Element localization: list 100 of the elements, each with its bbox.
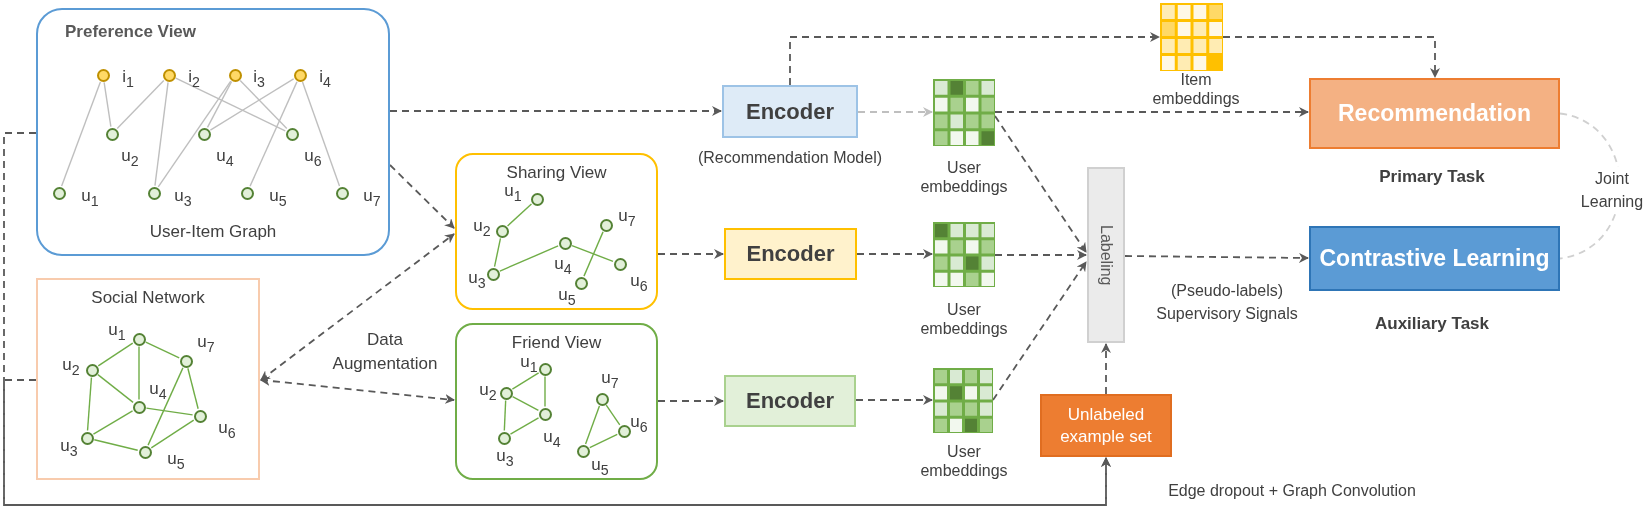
node-label: u$_{4}$ (216, 146, 234, 170)
graph-edge (571, 245, 614, 262)
graph-edge (506, 203, 533, 227)
process-box: Contrastive Learning (1309, 226, 1560, 291)
graph-edge (145, 341, 180, 359)
caption-text: Item embeddings (1151, 69, 1241, 109)
graph-edge (93, 439, 139, 451)
node-label: u$_{6}$ (630, 412, 648, 436)
node-label: u$_{4}$ (554, 254, 572, 278)
graph-edge (60, 81, 102, 187)
user-node-circle (240, 186, 254, 200)
item-node-circle (228, 68, 242, 82)
node-label: u$_{3}$ (60, 436, 78, 460)
graph-edge (145, 407, 194, 416)
caption-text: User embeddings (919, 441, 1009, 481)
graph-edge (206, 80, 233, 129)
arrow (1101, 343, 1111, 395)
user-node-circle (138, 445, 152, 459)
process-bar: Labeling (1087, 167, 1125, 343)
graph-edge (511, 372, 540, 390)
arrow (657, 396, 724, 406)
arrow (260, 375, 455, 405)
user-node-circle (52, 186, 66, 200)
node-label: u$_{5}$ (269, 186, 287, 210)
graph-edge (589, 433, 618, 449)
graph-edge (175, 77, 286, 132)
graph-edge (584, 405, 601, 445)
user-node-circle (495, 224, 509, 238)
node-label: u$_{7}$ (601, 368, 619, 392)
caption-text: User embeddings (919, 157, 1009, 197)
user-node-circle (193, 409, 207, 423)
node-label: u$_{4}$ (543, 427, 561, 451)
node-label: u$_{5}$ (167, 449, 185, 473)
user-node-circle (595, 392, 609, 406)
embedding-matrix (1160, 3, 1223, 71)
graph-edge (97, 342, 134, 367)
user-node-circle (558, 236, 572, 250)
graph-edge (301, 81, 341, 187)
node-label: u$_{2}$ (473, 216, 491, 240)
arrow (1222, 36, 1440, 78)
node-label: u$_{7}$ (363, 186, 381, 210)
process-box: Encoder (724, 375, 856, 427)
graph-edge (499, 245, 559, 272)
item-node-circle (293, 68, 307, 82)
node-label: u$_{3}$ (496, 446, 514, 470)
arrow (994, 107, 1309, 117)
node-label: u$_{3}$ (174, 186, 192, 210)
arrow (389, 164, 455, 229)
node-label: u$_{6}$ (304, 146, 322, 170)
arrow (857, 107, 933, 117)
process-box: Encoder (722, 85, 858, 138)
user-node-circle (574, 276, 588, 290)
node-label: i$_{1}$ (122, 67, 134, 91)
user-node-circle (85, 363, 99, 377)
user-node-circle (530, 192, 544, 206)
node-label: u$_{7}$ (197, 332, 215, 356)
graph-edge (150, 419, 195, 449)
node-label: i$_{3}$ (253, 67, 265, 91)
process-box: Encoder (724, 228, 857, 280)
arrow (260, 233, 455, 381)
embedding-matrix (933, 368, 993, 433)
item-node-circle (96, 68, 110, 82)
graph-edge (511, 395, 540, 412)
caption-text: User embeddings (919, 299, 1009, 339)
user-node-circle (617, 424, 631, 438)
graph-edge (503, 399, 507, 432)
arrow (856, 249, 933, 259)
user-node-circle (132, 332, 146, 346)
arrow (994, 115, 1087, 253)
graph-edge (249, 81, 298, 187)
user-node-circle (105, 127, 119, 141)
node-label: u$_{2}$ (62, 355, 80, 379)
process-box: Recommendation (1309, 78, 1560, 149)
panel-caption: User-Item Graph (148, 221, 278, 242)
arrow (1124, 252, 1309, 263)
panel-title: Preference View (65, 22, 197, 43)
panel-title: Social Network (90, 288, 206, 309)
caption-text: Auxiliary Task (1375, 313, 1489, 335)
embedding-matrix (933, 222, 995, 287)
node-label: u$_{1}$ (504, 181, 522, 205)
graph-edge (147, 367, 184, 446)
embedding-matrix (933, 79, 995, 146)
user-node-circle (613, 257, 627, 271)
graph-edge (86, 376, 93, 432)
arrow (657, 249, 724, 259)
graph-edge (116, 79, 165, 130)
node-label: u$_{1}$ (520, 352, 538, 376)
caption-text: (Recommendation Model) (697, 148, 883, 168)
view-panel (455, 153, 658, 310)
user-node-circle (499, 386, 513, 400)
arrow (994, 250, 1087, 260)
graph-edge (154, 81, 169, 187)
user-node-circle (197, 127, 211, 141)
graph-edge (157, 80, 232, 188)
graph-edge (239, 79, 288, 130)
user-node-circle (497, 431, 511, 445)
graph-edge (138, 345, 140, 401)
panel-title: Friend View (510, 333, 603, 354)
node-label: i$_{2}$ (188, 67, 200, 91)
node-label: i$_{4}$ (319, 67, 331, 91)
